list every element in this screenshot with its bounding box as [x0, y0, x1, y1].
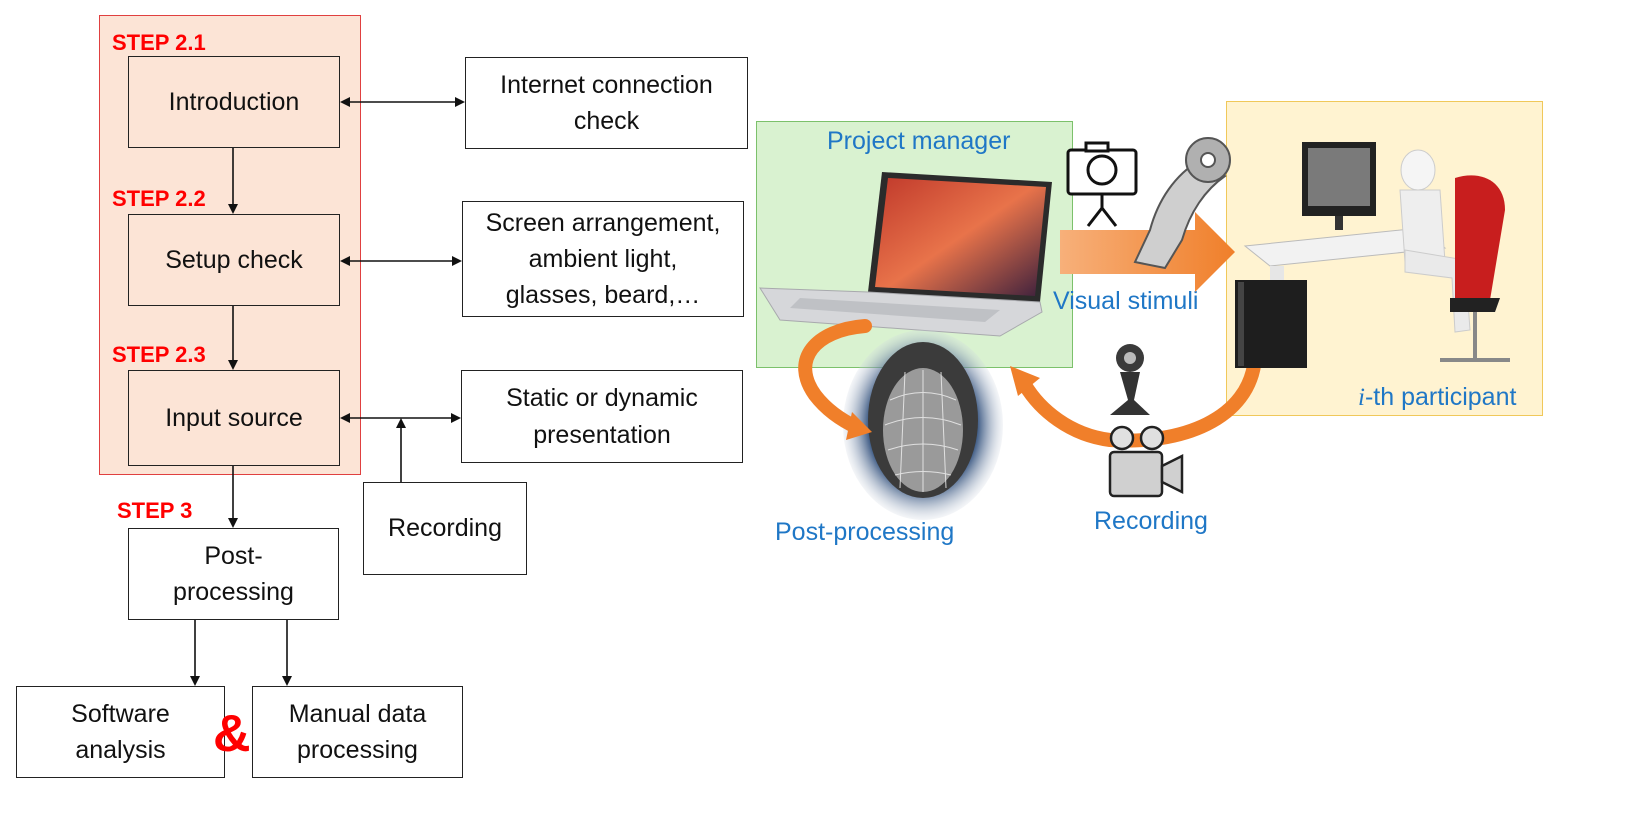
step-2-3-label: STEP 2.3	[112, 342, 206, 367]
software-analysis-box: Software analysis	[16, 686, 225, 778]
step-3-label: STEP 3	[117, 498, 193, 523]
project-manager-label: Project manager	[827, 127, 1011, 155]
participant-label-rest: -th participant	[1364, 383, 1517, 411]
recording-box: Recording	[363, 482, 527, 575]
step-2-1-label: STEP 2.1	[112, 30, 206, 55]
ampersand: &	[213, 705, 251, 763]
curved-arrow-right	[1018, 351, 1262, 448]
step-2-2-label: STEP 2.2	[112, 186, 206, 211]
face-icon	[843, 330, 1003, 520]
recording-label: Recording	[1094, 507, 1208, 535]
camera-icon	[1066, 141, 1138, 227]
screen-arrangement-box: Screen arrangement, ambient light, glass…	[462, 201, 744, 317]
flowchart-arrows	[190, 97, 465, 686]
manual-processing-box: Manual data processing	[252, 686, 463, 778]
presentation-box: Static or dynamic presentation	[461, 370, 743, 463]
film-reel-icon	[1133, 137, 1231, 270]
participant-label-italic: i	[1358, 384, 1365, 411]
internet-check-box: Internet connection check	[465, 57, 748, 149]
introduction-box: Introduction	[128, 56, 340, 148]
input-source-box: Input source	[128, 370, 340, 466]
curved-arrow-right-head	[1010, 366, 1040, 396]
post-processing-label: Post-processing	[775, 518, 955, 546]
laptop-icon	[759, 172, 1052, 337]
participant-illustration	[1235, 142, 1510, 368]
curved-arrow-left-head	[846, 412, 872, 440]
post-processing-box: Post- processing	[128, 528, 339, 620]
participant-label: i-th participant	[1358, 383, 1516, 412]
webcam-icon	[1110, 344, 1150, 415]
video-camera-icon	[1108, 425, 1184, 498]
curved-arrow-left	[798, 319, 872, 435]
visual-stimuli-label: Visual stimuli	[1053, 287, 1199, 315]
setup-check-box: Setup check	[128, 214, 340, 306]
